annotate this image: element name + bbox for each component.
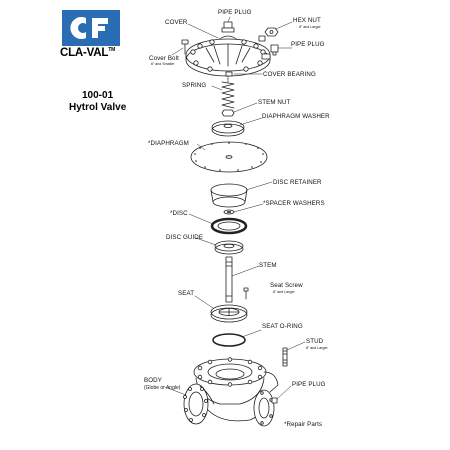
cover-bearing-part xyxy=(225,71,233,77)
spring-part xyxy=(221,75,235,109)
label-seat-screw: Seat Screw xyxy=(270,282,303,289)
brand-name: CLA-VALTM xyxy=(60,47,116,59)
body-part xyxy=(183,357,279,427)
pipe-plug-right-part xyxy=(270,44,279,56)
repair-parts-footnote: *Repair Parts xyxy=(284,421,323,428)
hex-nut-part xyxy=(264,27,279,37)
label-disc: *DISC xyxy=(170,210,188,217)
label-hex-nut-note: 8" and Larger xyxy=(299,25,321,29)
cover-bolt-part xyxy=(181,39,189,55)
label-pipe-plug-right: PIPE PLUG xyxy=(291,41,325,48)
cla-val-logo-icon xyxy=(62,10,120,46)
label-diaphragm-washer: DIAPHRAGM WASHER xyxy=(262,113,330,120)
disc-guide-part xyxy=(214,240,244,255)
label-cover-bolt-note: 6" and Smaller xyxy=(151,62,175,66)
label-body-note: (Globe or Angle) xyxy=(144,385,181,391)
label-seat: SEAT xyxy=(178,290,195,297)
label-hex-nut: HEX NUT xyxy=(293,17,321,24)
label-spring: SPRING xyxy=(182,82,207,89)
label-cover: COVER xyxy=(165,19,188,26)
label-stem-nut: STEM NUT xyxy=(258,99,291,106)
label-disc-retainer: DISC RETAINER xyxy=(273,179,322,186)
spacer-washers-part xyxy=(223,209,235,215)
label-stud: STUD xyxy=(306,338,324,345)
label-pipe-plug-top: PIPE PLUG xyxy=(218,9,252,16)
seat-screw-part xyxy=(243,287,249,300)
stem-nut-part xyxy=(221,109,235,117)
label-body: BODY xyxy=(144,377,162,384)
stud-part xyxy=(282,347,288,367)
label-cover-bolt: Cover Bolt xyxy=(149,55,179,62)
model-number: 100-01 xyxy=(82,90,114,101)
leader-lines xyxy=(164,16,306,400)
label-stud-note: 8" and Larger xyxy=(306,346,328,350)
label-cover-bearing: COVER BEARING xyxy=(263,71,316,78)
label-spacer-washers: *SPACER WASHERS xyxy=(263,200,325,207)
label-stem: STEM xyxy=(259,262,277,269)
label-diaphragm: *DIAPHRAGM xyxy=(148,140,189,147)
cover-part xyxy=(185,21,271,77)
diaphragm-part xyxy=(190,141,268,173)
disc-retainer-part xyxy=(210,183,248,208)
label-pipe-plug-bottom: PIPE PLUG xyxy=(292,381,326,388)
seat-oring-part xyxy=(212,333,246,347)
label-disc-guide: DISC GUIDE xyxy=(166,234,204,241)
seat-part xyxy=(210,304,248,323)
stem-part xyxy=(225,256,233,303)
label-seat-screw-note: 8" and Larger xyxy=(273,290,295,294)
valve-name: Hytrol Valve xyxy=(69,102,127,113)
disc-part xyxy=(210,217,248,235)
label-seat-oring: SEAT O-RING xyxy=(262,323,303,330)
diaphragm-washer-part xyxy=(211,120,245,137)
